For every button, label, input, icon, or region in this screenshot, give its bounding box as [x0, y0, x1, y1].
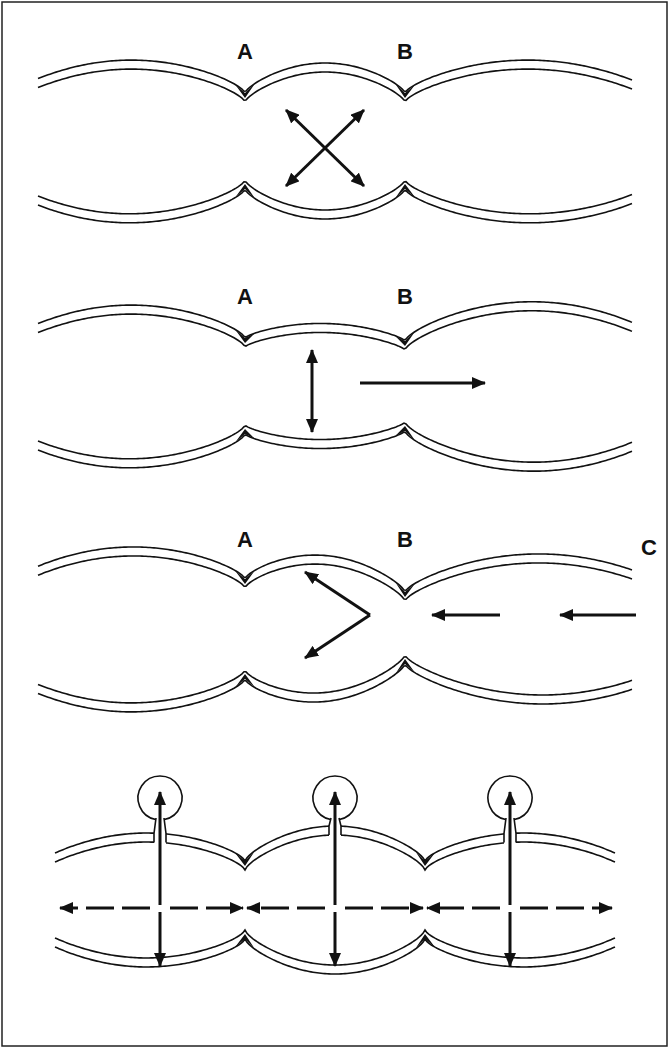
- septum-thickening: [395, 332, 415, 346]
- part-letter: A: [237, 41, 253, 63]
- wall-line: [38, 182, 632, 214]
- flow-arrow: [334, 792, 337, 905]
- septum-thickening: [235, 83, 255, 98]
- wall-line: [38, 69, 632, 100]
- flow-arrow: [286, 110, 364, 186]
- wall-line: [38, 547, 632, 590]
- part-letter: B: [397, 41, 413, 63]
- septum-thickening: [415, 851, 435, 866]
- bud-stalk: [504, 818, 506, 842]
- wall-line: [38, 432, 632, 471]
- septum-thickening: [395, 184, 415, 199]
- flow-arrow: [509, 792, 512, 905]
- part-letter: A: [237, 529, 253, 551]
- flow-arrow: [334, 912, 337, 966]
- septum-thickening: [395, 582, 415, 597]
- wall-line: [38, 657, 632, 703]
- wall-line: [38, 423, 632, 462]
- septum-thickening: [235, 570, 255, 584]
- septum-thickening: [235, 674, 255, 688]
- wall-line: [38, 302, 632, 340]
- septum-thickening: [395, 426, 415, 440]
- flow-arrow: [560, 614, 636, 617]
- septum-thickening: [235, 851, 255, 866]
- flow-arrow: [159, 912, 162, 966]
- flow-arrow: [305, 572, 370, 615]
- flow-arrow: [286, 110, 364, 186]
- budding-row: [55, 776, 615, 974]
- bud-stalk: [339, 818, 341, 835]
- part-letter: B: [397, 529, 413, 551]
- septum-thickening: [235, 934, 255, 949]
- segment-row: [38, 547, 632, 712]
- flow-arrow: [311, 350, 314, 432]
- flow-arrow: [247, 907, 325, 910]
- flow-arrow: [159, 792, 162, 905]
- wall-line: [38, 60, 632, 91]
- septum-thickening: [235, 184, 255, 199]
- septum-thickening: [415, 934, 435, 949]
- bud-stalk: [164, 818, 166, 842]
- flow-arrow: [427, 907, 500, 910]
- flow-arrow: [360, 382, 485, 385]
- part-letter: C: [641, 537, 657, 559]
- bud-stalk: [329, 818, 331, 835]
- septum-thickening: [395, 83, 415, 98]
- flow-arrow: [305, 615, 370, 658]
- segment-row: [38, 60, 632, 223]
- bud-stalk: [154, 818, 156, 842]
- wall-line: [38, 191, 632, 223]
- septum-thickening: [395, 659, 415, 674]
- part-letter: A: [237, 286, 253, 308]
- bud-stalk: [514, 818, 516, 842]
- flow-arrow: [520, 907, 612, 910]
- segment-row: [38, 302, 632, 471]
- flow-arrow: [432, 614, 500, 617]
- flow-arrow: [170, 907, 243, 910]
- flow-arrow: [60, 907, 150, 910]
- septum-thickening: [235, 429, 255, 443]
- flow-arrow: [509, 912, 512, 966]
- wall-line: [38, 666, 632, 712]
- part-letter: B: [397, 286, 413, 308]
- septum-thickening: [235, 329, 255, 343]
- flow-arrow: [345, 907, 423, 910]
- wall-line: [38, 311, 632, 349]
- arrows: [286, 110, 636, 658]
